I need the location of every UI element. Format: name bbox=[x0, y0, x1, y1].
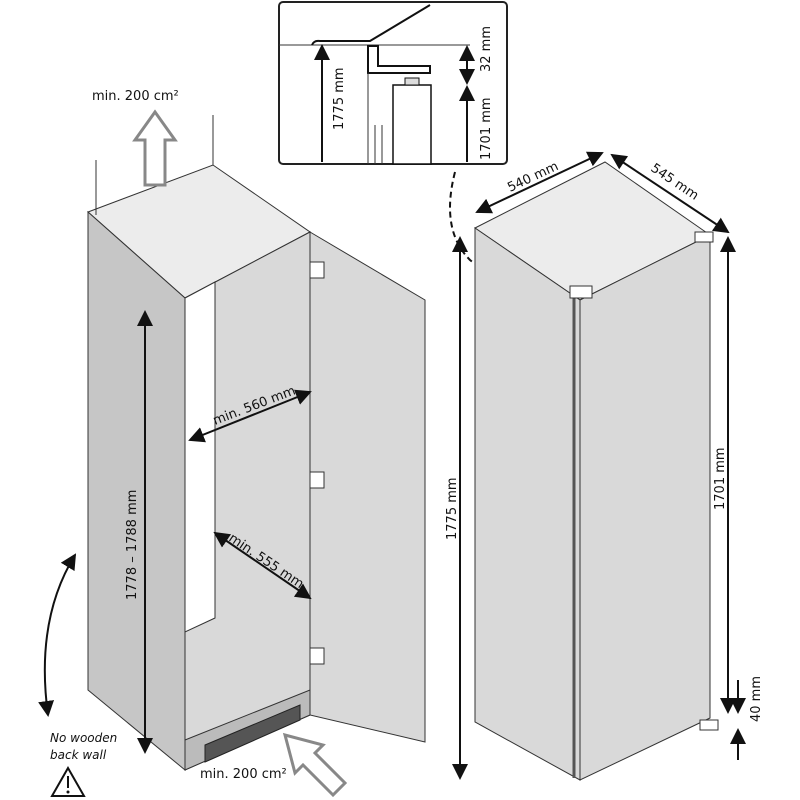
inset-32-label: 32 mm bbox=[479, 26, 494, 72]
cabinet-door-open bbox=[309, 231, 426, 743]
vent-bottom-label: min. 200 cm² bbox=[200, 767, 287, 782]
back-wall-arrow bbox=[38, 553, 77, 717]
cabinet-opening-slot bbox=[184, 281, 216, 633]
appliance-hinge-top bbox=[569, 285, 593, 299]
warning-triangle-icon bbox=[50, 765, 86, 797]
detail-inset: 1775 mm 32 mm 1701 mm bbox=[278, 1, 508, 165]
inset-hinge-cover bbox=[311, 4, 431, 46]
door-hinge-top bbox=[309, 261, 325, 279]
vent-top-label: min. 200 cm² bbox=[92, 89, 179, 104]
inset-1701-label: 1701 mm bbox=[479, 97, 494, 160]
appliance-side bbox=[474, 227, 581, 781]
niche-width-arrow bbox=[188, 389, 312, 443]
appliance-front bbox=[579, 234, 711, 781]
door-hinge-bottom bbox=[309, 647, 325, 665]
plinth-vent-grille bbox=[204, 704, 301, 763]
inset-appliance-top bbox=[392, 84, 432, 165]
airflow-in-arrow-icon bbox=[282, 732, 348, 798]
inset-1775-label: 1775 mm bbox=[332, 67, 347, 130]
appliance bbox=[474, 161, 719, 781]
cabinet-niche bbox=[87, 115, 426, 772]
total-height-label: 1775 mm bbox=[445, 477, 460, 540]
inset-door-edge bbox=[367, 73, 383, 164]
width-arrow bbox=[475, 151, 604, 214]
appliance-hinge-top-right bbox=[694, 231, 714, 243]
depth-arrow bbox=[610, 153, 730, 234]
niche-depth-arrow bbox=[213, 531, 312, 600]
warning-line-2: back wall bbox=[50, 748, 107, 762]
airflow-out-arrow-icon bbox=[132, 109, 178, 187]
appliance-hinge-bottom bbox=[699, 719, 719, 731]
body-height-label: 1701 mm bbox=[713, 447, 728, 510]
plinth-gap-label: 40 mm bbox=[749, 676, 764, 722]
inset-screw bbox=[404, 77, 420, 86]
warning-line-1: No wooden bbox=[50, 731, 117, 745]
door-hinge-middle bbox=[309, 471, 325, 489]
niche-height-label: 1778 – 1788 mm bbox=[125, 490, 140, 600]
